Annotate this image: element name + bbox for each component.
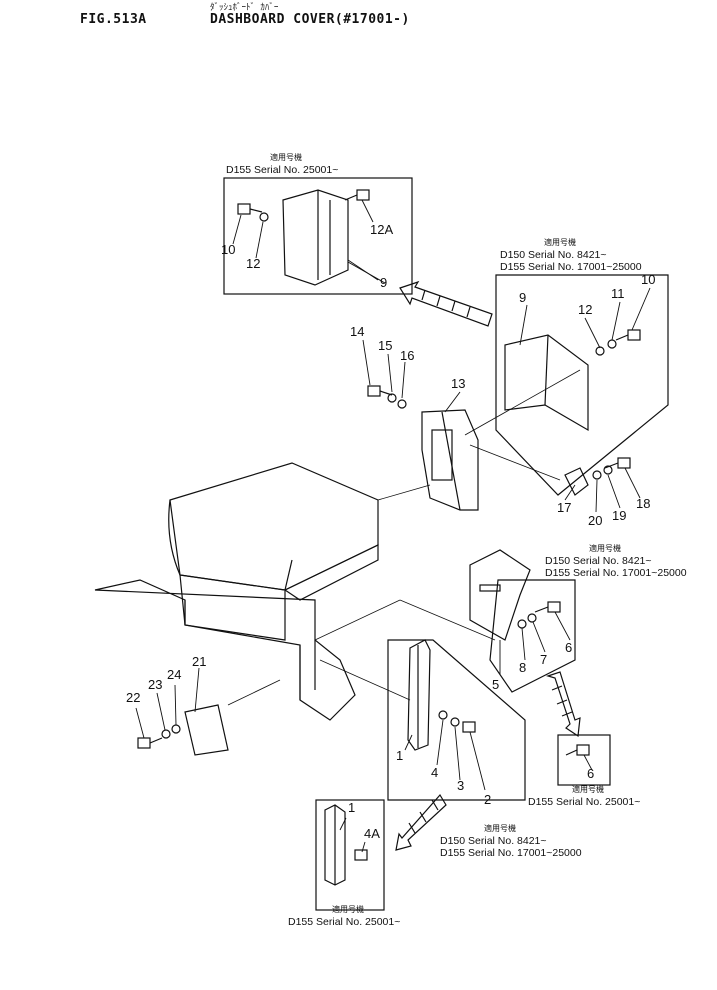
bracket-1-small xyxy=(324,804,346,886)
inset-frame-bottom xyxy=(315,799,385,911)
bolt-4A xyxy=(354,849,368,861)
dashboard-cover-main xyxy=(168,462,379,641)
part-label-4: 4 xyxy=(431,765,439,780)
washer-23 xyxy=(161,729,171,739)
caption-lower-right: 適用号機 D155 Serial No. 25001~ xyxy=(528,785,641,808)
part-label-16: 16 xyxy=(400,348,415,363)
part-label-14: 14 xyxy=(350,324,365,339)
title-japanese: ﾀﾞｯｼｭﾎﾞｰﾄﾞ ｶﾊﾞｰ xyxy=(210,3,279,13)
washer-24 xyxy=(171,724,181,734)
part-label-3: 3 xyxy=(457,778,465,793)
part-label-10-top-left: 10 xyxy=(221,242,236,257)
part-label-18: 18 xyxy=(636,496,651,511)
inset-frame-lower-mid xyxy=(387,639,526,801)
caption-top-left: 適用号機 D155 Serial No. 25001~ xyxy=(226,153,339,176)
part-label-12A: 12A xyxy=(370,222,394,237)
console-frame xyxy=(94,579,356,721)
bracket-1 xyxy=(407,639,431,751)
bolt-14 xyxy=(367,385,393,397)
part-label-11: 11 xyxy=(611,286,625,301)
part-label-7: 7 xyxy=(540,652,548,667)
part-label-9-top-right: 9 xyxy=(519,290,527,305)
caption-lower-mid: 適用号機 D150 Serial No. 8421~ D155 Serial N… xyxy=(440,824,582,859)
inset-frame-mid-right xyxy=(489,579,576,693)
part-label-9-top-left: 9 xyxy=(380,275,388,290)
figure-number: FIG.513A xyxy=(80,12,147,27)
part-label-8: 8 xyxy=(519,660,527,675)
cover-plate-9 xyxy=(504,334,589,432)
washer-15 xyxy=(387,393,397,403)
part-label-6: 6 xyxy=(565,640,573,655)
caption-mid-right: 適用号機 D150 Serial No. 8421~ D155 Serial N… xyxy=(545,544,687,579)
washer-8 xyxy=(517,619,527,629)
arrow-to-bottom-inset xyxy=(395,793,447,851)
washer-16 xyxy=(397,399,407,409)
washer-11 xyxy=(607,339,617,349)
leader-lines xyxy=(135,199,651,853)
inset-frame-top-right xyxy=(495,274,669,496)
washer-3 xyxy=(450,717,460,727)
part-label-10-top-right: 10 xyxy=(641,272,656,287)
part-label-21: 21 xyxy=(192,654,207,669)
cover-21 xyxy=(184,704,229,756)
bracket-17 xyxy=(564,467,589,496)
bolt-2 xyxy=(462,721,476,733)
part-label-12-top-right: 12 xyxy=(578,302,593,317)
part-label-1-lower: 1 xyxy=(396,748,404,763)
part-label-5: 5 xyxy=(492,677,500,692)
caption-top-right: 適用号機 D150 Serial No. 8421~ D155 Serial N… xyxy=(500,238,642,273)
bolt-22 xyxy=(137,737,163,749)
part-label-12-top-left: 12 xyxy=(246,256,261,271)
part-label-17: 17 xyxy=(557,500,572,515)
washer-19 xyxy=(603,465,613,475)
switch-panel-13 xyxy=(421,409,479,511)
washer-4 xyxy=(438,710,448,720)
washer-12-small xyxy=(259,212,269,222)
bolt-10-small xyxy=(237,203,263,215)
plate-5 xyxy=(469,549,531,641)
part-label-20: 20 xyxy=(588,513,603,528)
part-label-23: 23 xyxy=(148,677,163,692)
bolt-18 xyxy=(604,457,631,469)
part-label-1-bottom: 1 xyxy=(348,800,356,815)
assembly-lines xyxy=(227,369,581,706)
washer-12 xyxy=(595,346,605,356)
part-label-2: 2 xyxy=(484,792,492,807)
part-label-15: 15 xyxy=(378,338,393,353)
page-title: DASHBOARD COVER(#17001-) xyxy=(210,12,410,27)
bolt-6 xyxy=(534,601,561,613)
inset-frame-top-left xyxy=(223,177,413,295)
cover-plate-9-small xyxy=(282,189,349,286)
part-label-4A: 4A xyxy=(364,826,380,841)
arrow-to-top-left-inset xyxy=(399,280,493,327)
bolt-10 xyxy=(615,329,641,341)
part-label-19: 19 xyxy=(612,508,627,523)
washer-20 xyxy=(592,470,602,480)
part-label-24: 24 xyxy=(167,667,182,682)
bolt-6-small xyxy=(565,744,590,756)
arrow-to-lower-right-inset xyxy=(545,671,581,738)
part-label-6-lower-right: 6 xyxy=(587,766,595,781)
inset-frame-lower-right xyxy=(557,734,611,786)
part-label-22: 22 xyxy=(126,690,141,705)
bolt-12A xyxy=(344,189,370,201)
washer-7 xyxy=(527,613,537,623)
part-label-13: 13 xyxy=(451,376,466,391)
caption-bottom: 適用号機 D155 Serial No. 25001~ xyxy=(288,905,401,928)
